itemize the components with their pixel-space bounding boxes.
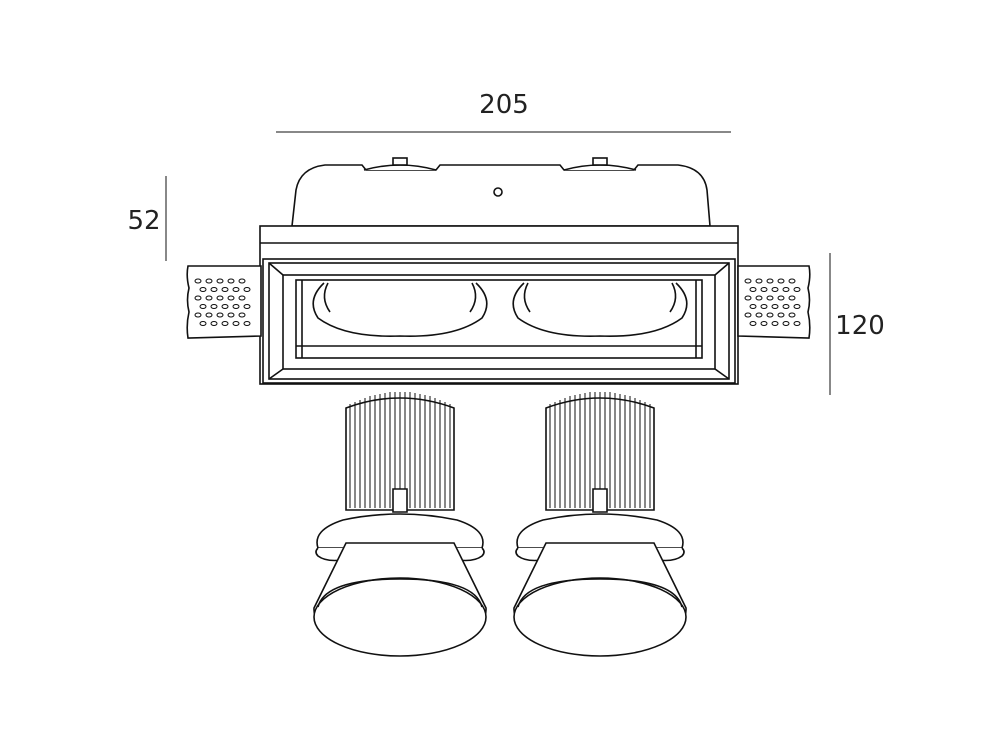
perforation-hole [227,295,235,301]
perforation-hole [232,321,240,326]
plaster-wing-right [737,265,811,339]
lens-opening-left [312,282,488,337]
perforation-hole [793,304,801,309]
perforation-hole [755,295,763,301]
perforation-hole [238,295,246,301]
perforation-hole [771,321,779,326]
perforation-hole [227,312,235,318]
perforation-hole [782,287,790,292]
downlight-module-left [313,392,487,657]
perforation-hole [777,295,785,301]
perforation-hole [221,304,229,309]
lens-opening-right [512,282,688,337]
perforation-hole [205,278,213,284]
perforation-hole [744,295,752,301]
perforation-hole [221,287,229,292]
perforation-hole [216,312,224,318]
perforation-hole [238,312,246,318]
top-housing [291,157,711,227]
perforation-hole [760,304,768,309]
perforation-hole [777,278,785,284]
perforation-hole [788,295,796,301]
perforation-hole [232,304,240,309]
dimension-height-top-label: 52 [127,206,160,236]
perforation-hole [755,278,763,284]
perforation-hole [210,321,218,326]
dimension-height-top: 52 [127,176,167,261]
perforation-hole [205,295,213,301]
perforation-hole [232,287,240,292]
perforation-hole [788,312,796,318]
perforation-hole [749,287,757,292]
perforation-hole [766,278,774,284]
perforation-hole [766,312,774,318]
perforation-hole [793,287,801,292]
perforation-hole [199,321,207,326]
perforation-hole [194,295,202,301]
perforation-hole [771,287,779,292]
perforation-hole [766,295,774,301]
perforation-hole [755,312,763,318]
perforation-hole [205,312,213,318]
perforation-hole [744,312,752,318]
perforation-hole [793,321,801,326]
perforation-hole [216,295,224,301]
perforation-hole [771,304,779,309]
perforation-hole [749,304,757,309]
perforation-hole [243,287,251,292]
perforation-hole [749,321,757,326]
trimless-frame [259,225,739,385]
perforation-hole [194,278,202,284]
perforation-hole [216,278,224,284]
perforation-hole [243,304,251,309]
dimension-height-total-label: 120 [835,311,885,341]
downlight-module-right [513,392,687,657]
dimension-width-label: 205 [479,90,529,120]
dimension-height-total: 120 [829,253,885,395]
perforation-hole [238,278,246,284]
perforation-hole [760,287,768,292]
perforation-hole [760,321,768,326]
perforation-hole [210,304,218,309]
perforation-hole [199,287,207,292]
perforation-hole [782,304,790,309]
perforation-hole [210,287,218,292]
perforation-hole [243,321,251,326]
perforation-hole [777,312,785,318]
perforation-hole [221,321,229,326]
perforation-hole [744,278,752,284]
dimension-width: 205 [276,90,731,133]
perforation-hole [199,304,207,309]
perforation-hole [227,278,235,284]
perforation-hole [194,312,202,318]
perforation-hole [782,321,790,326]
plaster-wing-left [186,265,262,339]
screw-hole [493,187,503,197]
perforation-hole [788,278,796,284]
